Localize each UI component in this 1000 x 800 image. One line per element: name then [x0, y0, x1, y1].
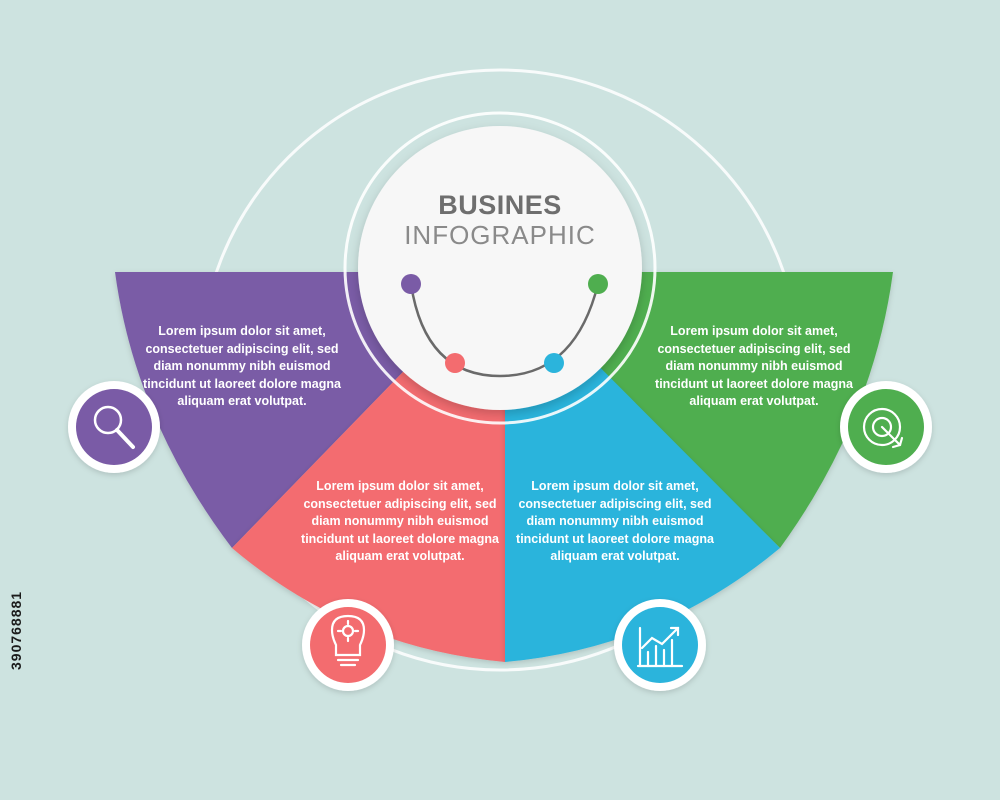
center-circle	[358, 126, 642, 410]
blue-block-text: Lorem ipsum dolor sit amet, consectetuer…	[516, 479, 714, 563]
purple-icon-badge	[68, 381, 160, 473]
title-sub: INFOGRAPHIC	[404, 220, 596, 250]
green-icon-badge	[840, 381, 932, 473]
side-id-label: 390768881	[8, 590, 24, 670]
center-ring	[343, 111, 657, 425]
green-block-text: Lorem ipsum dolor sit amet, consectetuer…	[655, 324, 853, 408]
growth-chart-icon	[636, 626, 684, 668]
blue-icon-badge	[614, 599, 706, 691]
target-icon	[862, 407, 904, 449]
center-arc	[409, 283, 600, 378]
lightbulb-icon	[330, 614, 366, 667]
purple-block-text: Lorem ipsum dolor sit amet, consectetuer…	[143, 324, 341, 408]
dot-green	[588, 274, 608, 294]
dot-blue	[544, 353, 564, 373]
title-main: BUSINES	[438, 190, 562, 220]
dot-red	[445, 353, 465, 373]
magnifier-icon	[93, 405, 135, 449]
dot-purple	[401, 274, 421, 294]
red-block-text: Lorem ipsum dolor sit amet, consectetuer…	[301, 479, 499, 563]
red-icon-badge	[302, 599, 394, 691]
